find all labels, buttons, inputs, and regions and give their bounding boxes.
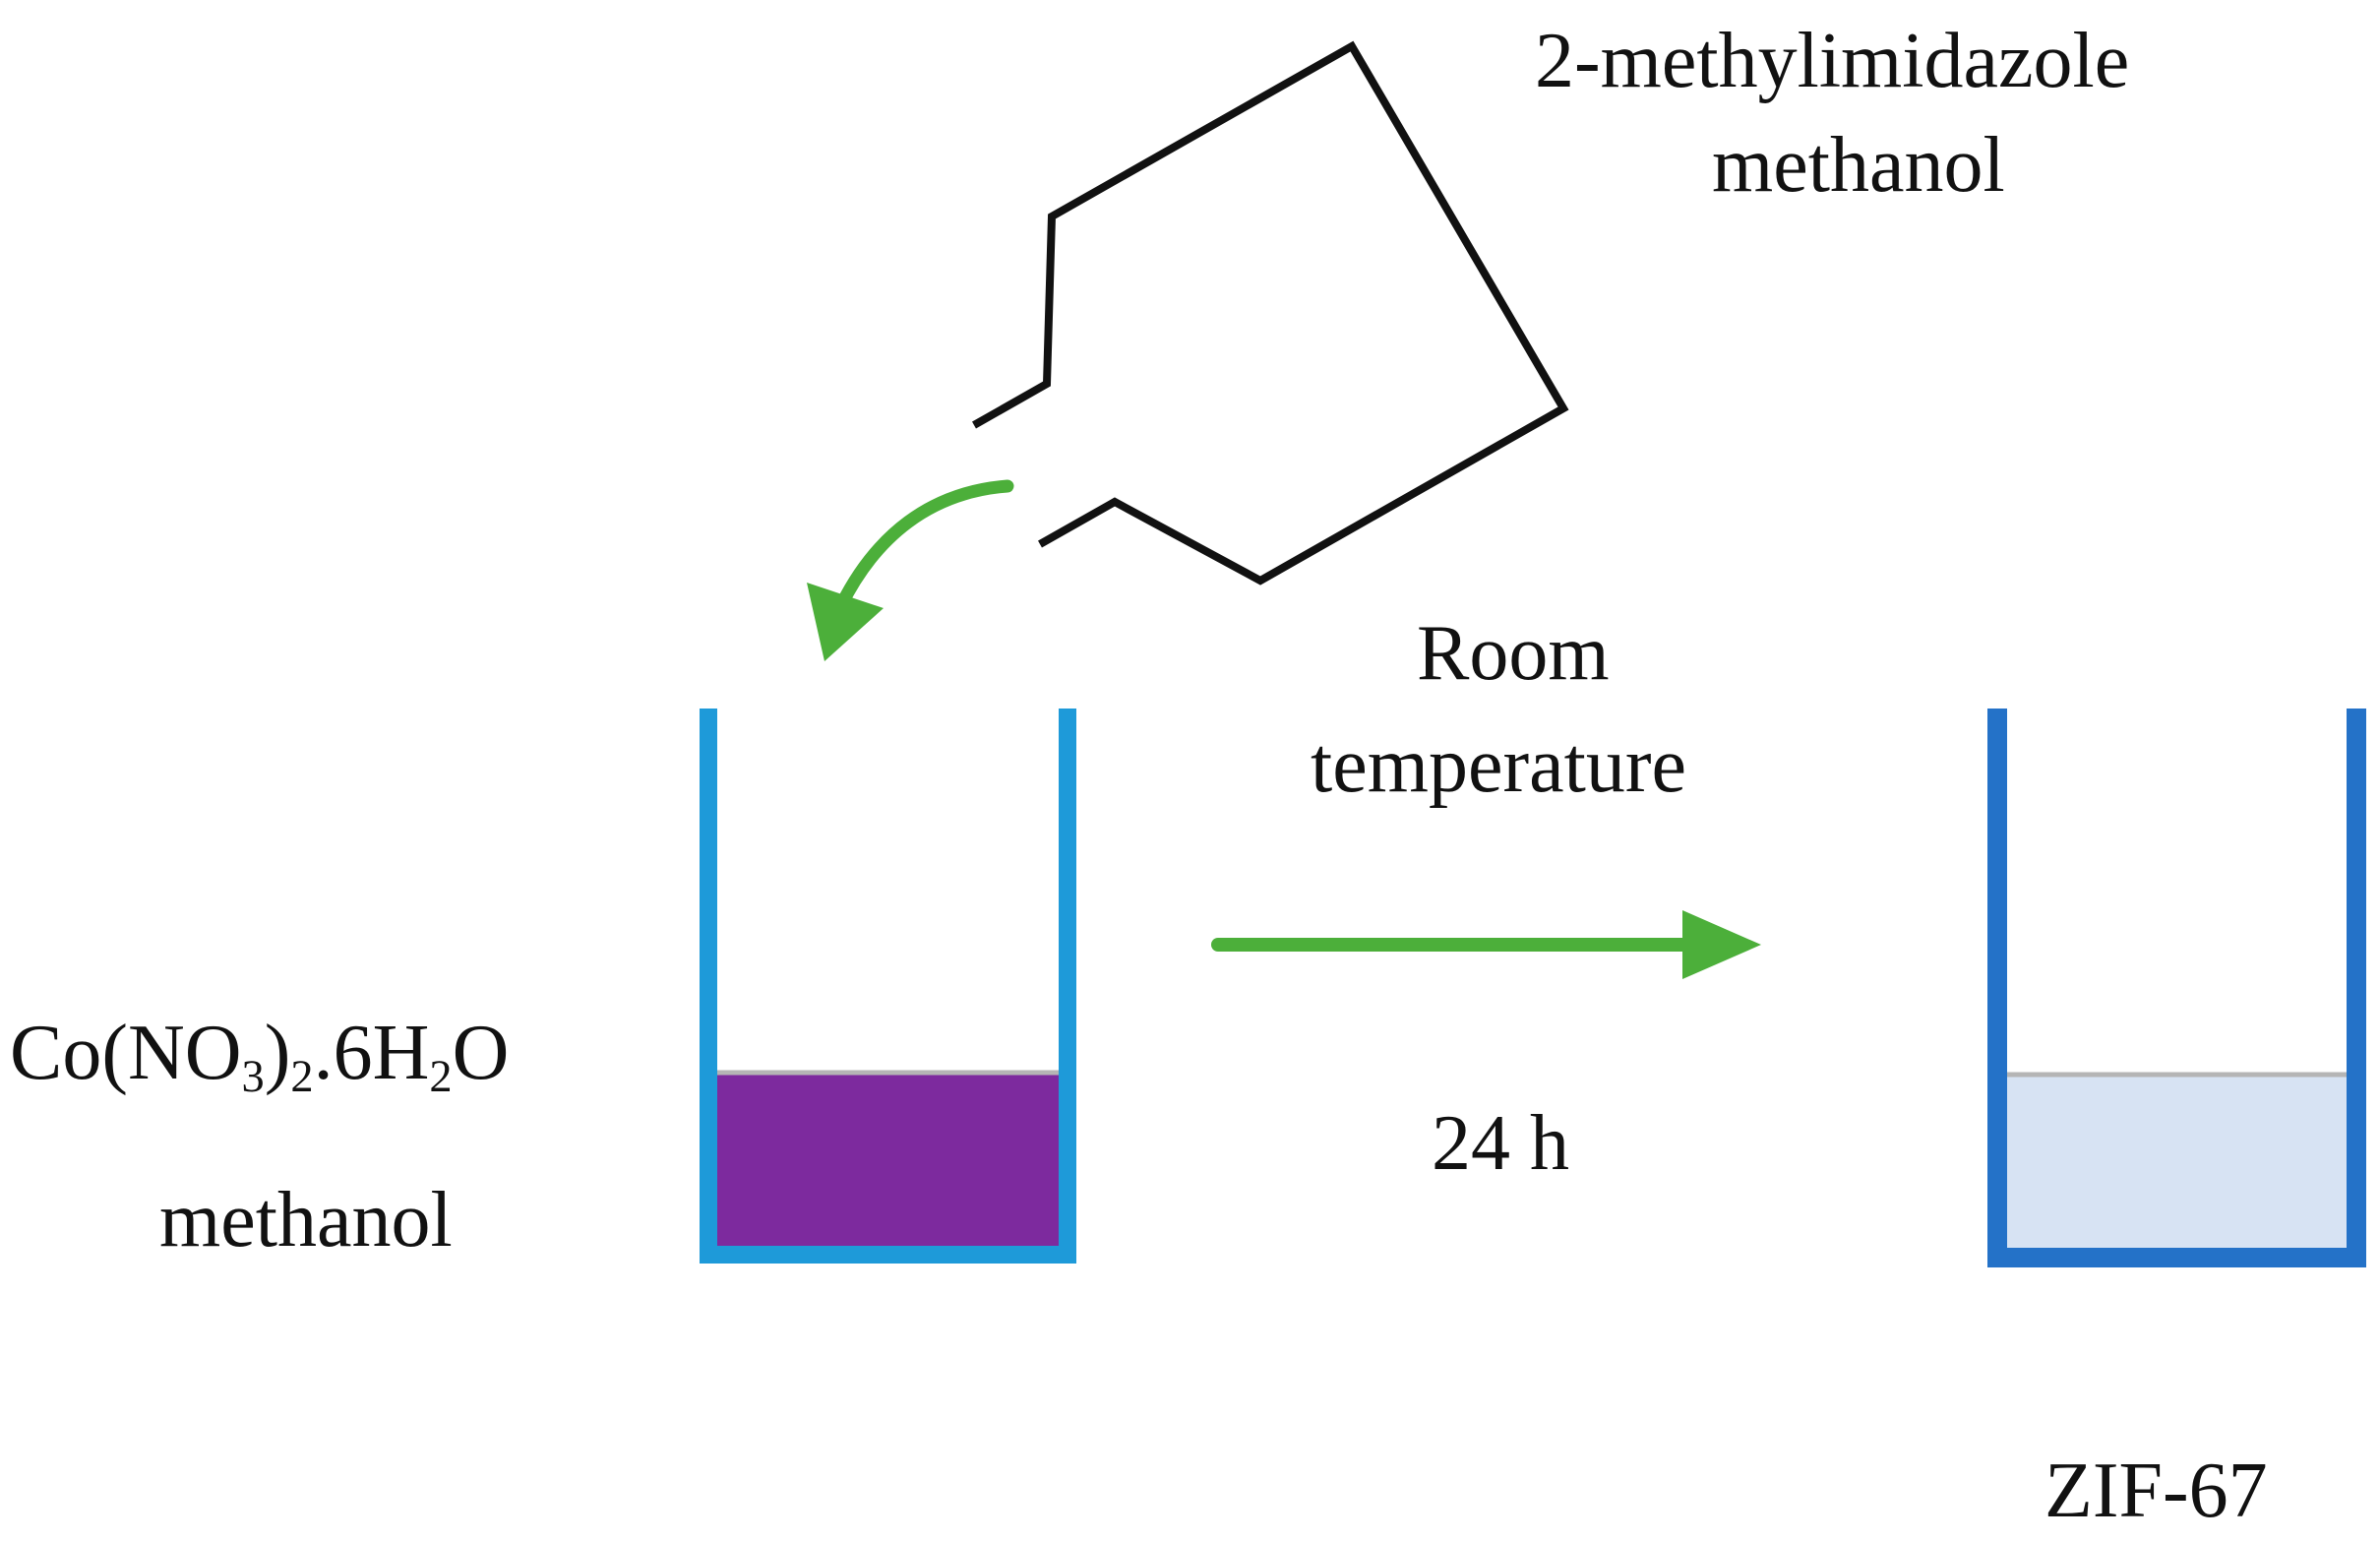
beaker2-solution: [1999, 1072, 2357, 1259]
pour-arrowhead: [807, 583, 884, 661]
metal-salt-sub3: 2: [429, 1051, 453, 1102]
metal-salt-sub2: 2: [290, 1051, 314, 1102]
beaker2-walls: [1987, 709, 2366, 1267]
condition-label-line2: temperature: [1311, 722, 1686, 809]
beaker1-solution: [708, 1070, 1065, 1255]
metal-salt-part3: .6H: [313, 1010, 430, 1096]
metal-salt-label: Co(NO3)2.6H2O: [10, 1014, 509, 1100]
metal-salt-sub1: 3: [241, 1051, 265, 1102]
linker-label-line1: 2-methylimidazole: [1535, 18, 2130, 104]
pour-arrow: [834, 479, 1014, 612]
metal-solvent-label: methanol: [159, 1177, 453, 1264]
beaker1-walls: [700, 709, 1076, 1264]
condition-time-label: 24 h: [1432, 1100, 1569, 1187]
linker-label-line2: methanol: [1712, 122, 2005, 209]
metal-salt-part1: Co(NO: [10, 1010, 242, 1096]
pouring-flask-outline: [972, 40, 1569, 586]
product-label: ZIF-67: [2044, 1448, 2268, 1534]
metal-salt-part4: O: [452, 1010, 510, 1096]
condition-label-line1: Room: [1417, 610, 1610, 697]
reaction-arrowhead: [1682, 910, 1761, 979]
metal-salt-part2: ): [264, 1010, 291, 1096]
